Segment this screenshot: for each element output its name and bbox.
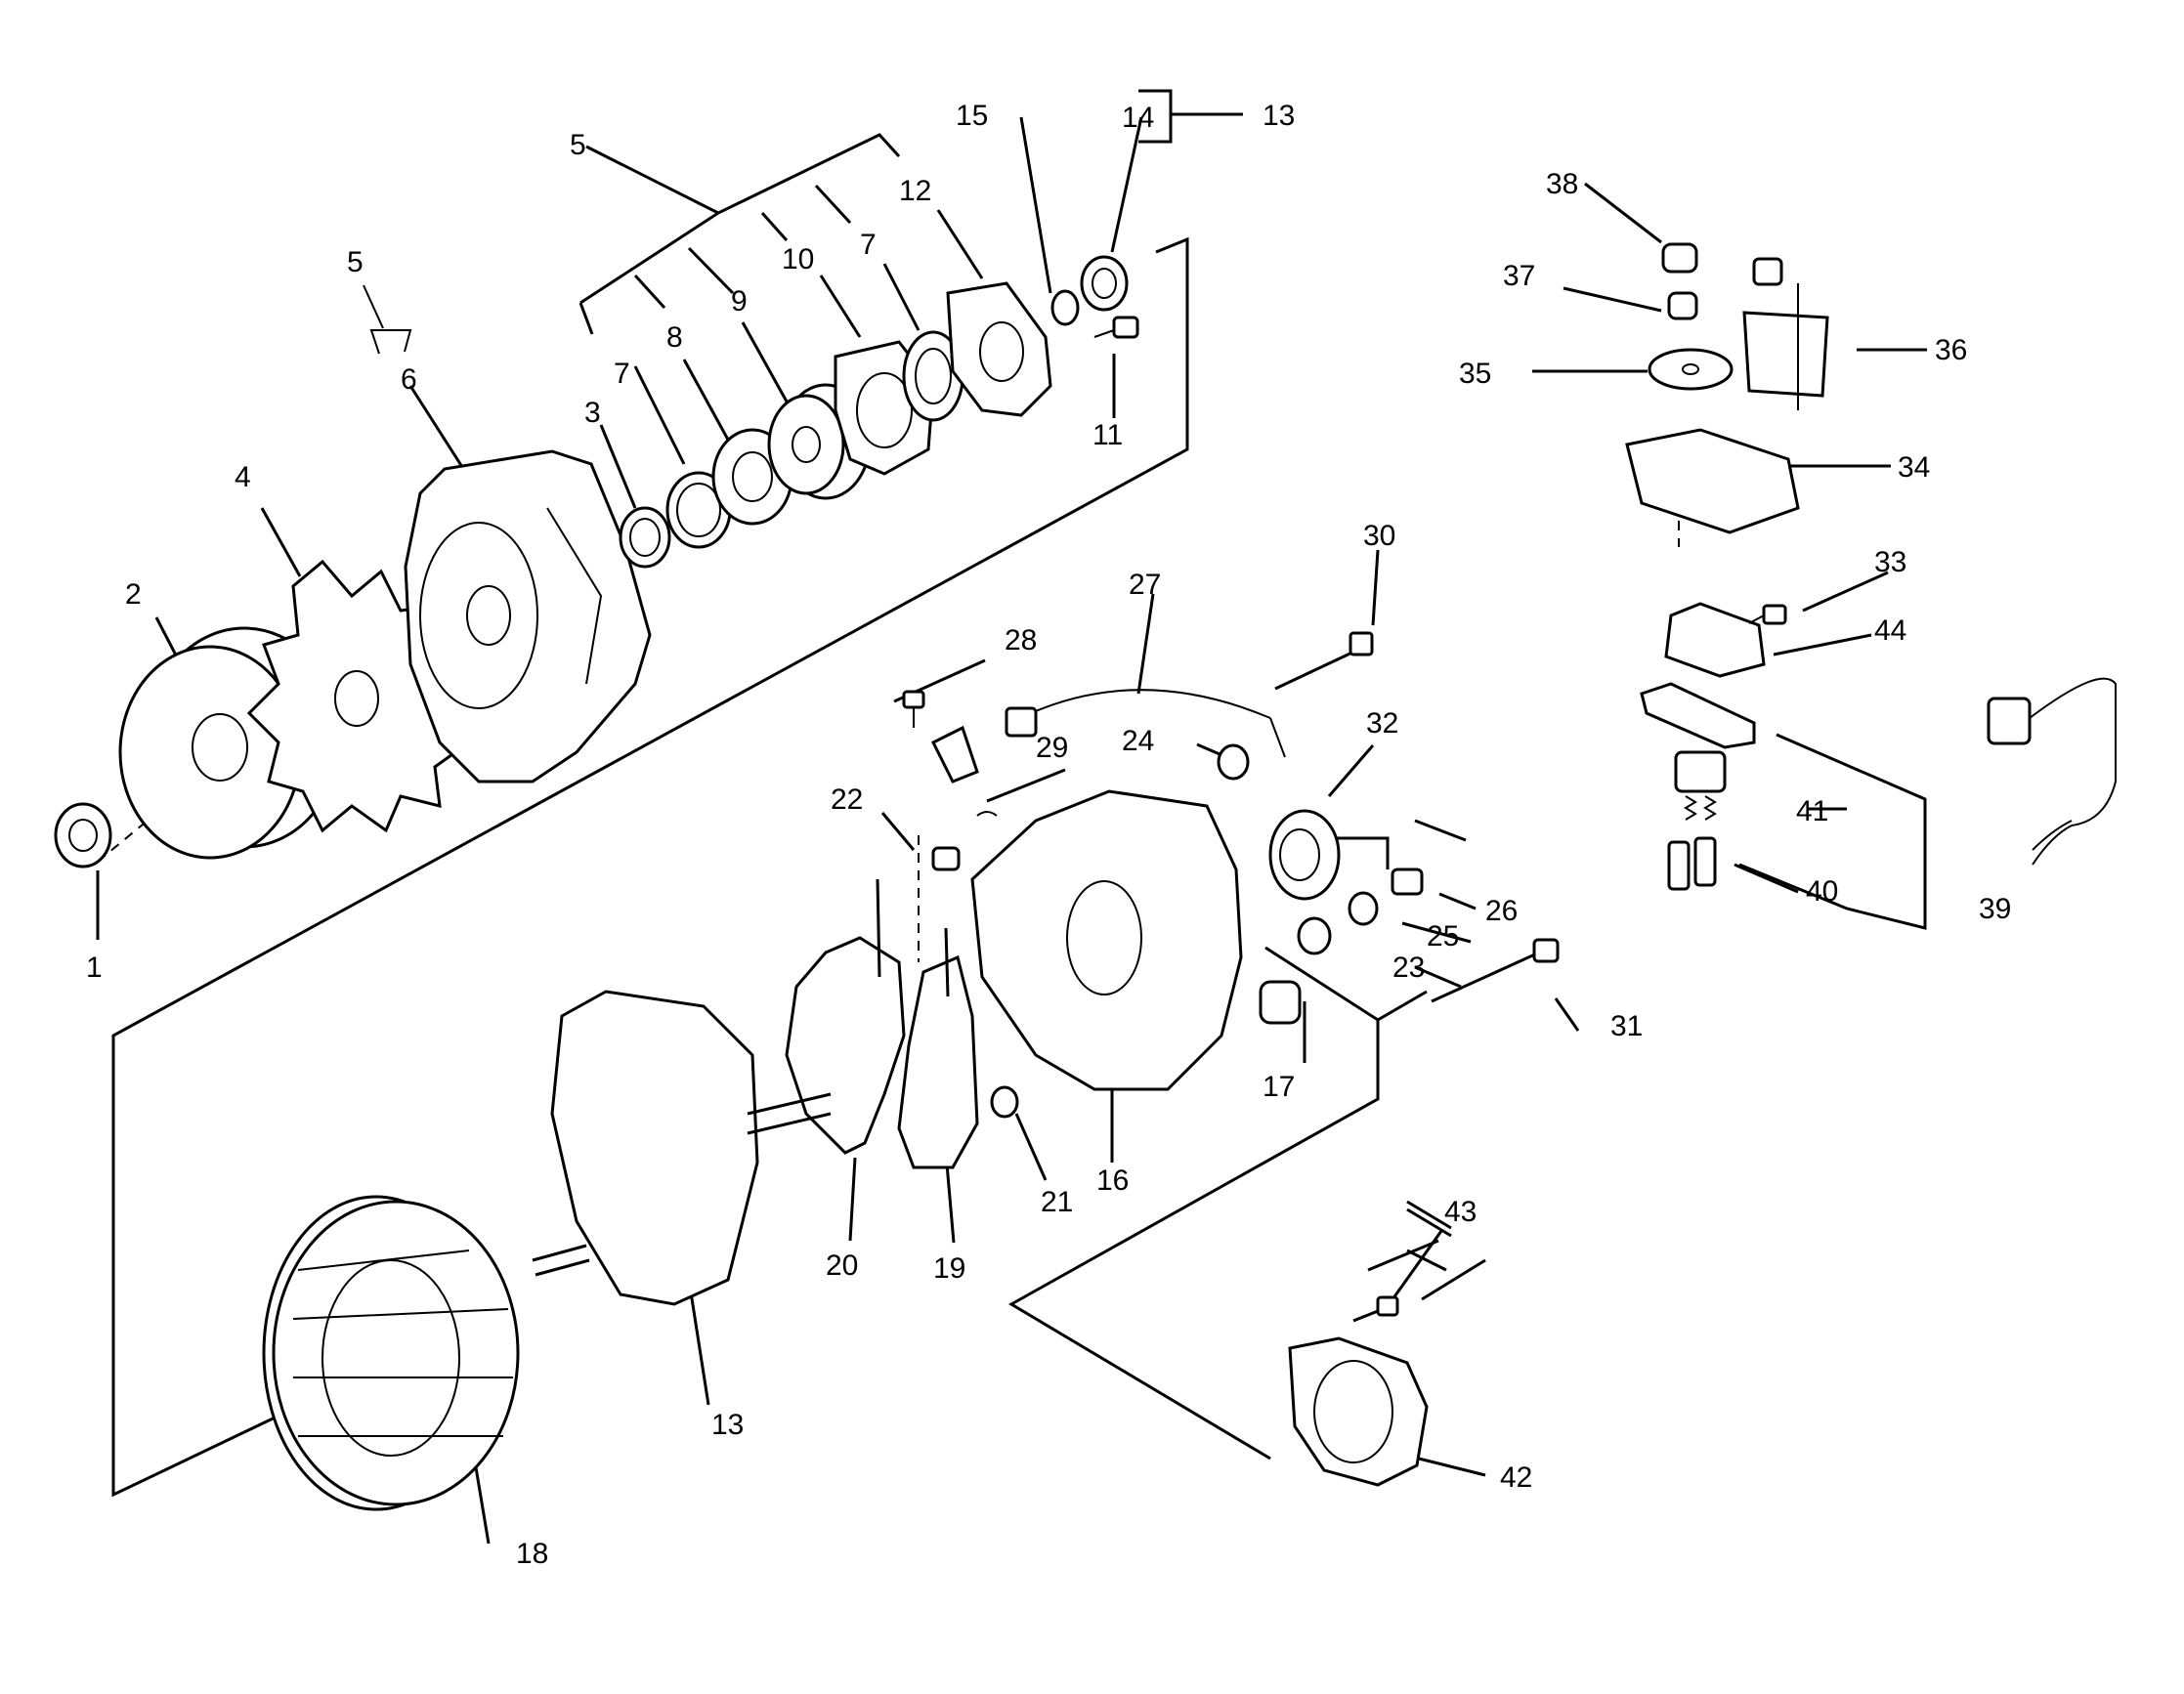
callout-32: 32 (1366, 707, 1398, 740)
part-3-seal (619, 506, 671, 569)
part-36-terminal (1742, 257, 1829, 410)
part-42-end-cap (1288, 1336, 1429, 1487)
part-18-stator (262, 1195, 520, 1511)
part-11-screw (1093, 316, 1139, 339)
callout-7b: 7 (860, 229, 877, 261)
callout-16: 16 (1096, 1165, 1129, 1197)
part-harness (1987, 677, 2117, 866)
part-34-brush-holder (1625, 428, 1800, 534)
part-31-bolt (1431, 938, 1560, 1003)
part-32-bearing (1268, 809, 1341, 901)
callout-33: 33 (1874, 546, 1906, 578)
part-12-plate (946, 281, 1052, 417)
part-29-clip (930, 725, 998, 817)
callout-15: 15 (956, 100, 988, 132)
callout-18: 18 (516, 1538, 548, 1570)
part-39-brush-assembly (1640, 682, 1756, 793)
callout-19: 19 (933, 1252, 965, 1285)
callout-12: 12 (899, 175, 931, 207)
callout-25: 25 (1427, 920, 1459, 953)
part-30-bolt (1274, 631, 1374, 691)
callout-43: 43 (1444, 1196, 1477, 1228)
part-35-washer (1648, 348, 1734, 391)
part-40-brush (1667, 836, 1717, 891)
callout-31: 31 (1610, 1010, 1643, 1042)
part-13-rotor (532, 990, 832, 1306)
callout-23: 23 (1392, 952, 1425, 984)
callout-4: 4 (235, 461, 251, 493)
callout-13a: 13 (1263, 100, 1295, 132)
callout-42: 42 (1500, 1461, 1532, 1494)
part-25-bushing (1348, 891, 1379, 926)
callout-35: 35 (1459, 358, 1491, 390)
callout-1: 1 (86, 952, 103, 984)
callout-6: 6 (401, 363, 417, 396)
callout-27: 27 (1129, 569, 1161, 601)
callout-3: 3 (584, 397, 601, 429)
callout-20: 20 (826, 1249, 858, 1282)
callout-40: 40 (1806, 875, 1838, 908)
callout-21: 21 (1041, 1186, 1073, 1218)
part-43-screw (1352, 1295, 1399, 1323)
part-15-clip (1050, 289, 1080, 326)
callout-17: 17 (1263, 1071, 1295, 1103)
callout-34: 34 (1898, 451, 1930, 484)
callout-2: 2 (125, 578, 142, 611)
callout-7a: 7 (614, 358, 630, 390)
part-20-rectifier (785, 878, 906, 1155)
callout-26: 26 (1485, 895, 1518, 927)
callout-24: 24 (1122, 725, 1154, 757)
part-22-nut (931, 846, 961, 871)
callout-9: 9 (731, 285, 748, 318)
part-27-lead (1005, 689, 1286, 758)
part-17-spacer (1259, 980, 1302, 1025)
callout-44: 44 (1874, 614, 1906, 647)
part-28-terminal (902, 690, 925, 728)
callout-22: 22 (831, 783, 863, 816)
part-14-ring (1080, 255, 1129, 312)
part-26-bushing (1391, 868, 1424, 896)
part-38-nut (1661, 242, 1698, 274)
callout-37: 37 (1503, 260, 1535, 292)
callout-41: 41 (1796, 795, 1828, 827)
callout-13b: 13 (711, 1409, 744, 1441)
callout-28: 28 (1005, 624, 1037, 656)
part-21-nut (990, 1085, 1019, 1119)
callout-11: 11 (1092, 419, 1123, 451)
part-23-bushing (1297, 916, 1332, 955)
part-44-regulator (1664, 602, 1766, 678)
callout-8: 8 (666, 321, 683, 354)
callouts: 1 2 3 4 5 5 6 7 7 8 9 10 11 12 13 13 14 … (86, 100, 2011, 1570)
callout-39: 39 (1979, 893, 2011, 925)
callout-10: 10 (782, 243, 814, 275)
part-1-nut (54, 802, 112, 868)
callout-36: 36 (1935, 334, 1967, 366)
callout-5a: 5 (347, 246, 364, 278)
part-24-insulator (1217, 743, 1250, 781)
callout-5b: 5 (570, 129, 586, 161)
callout-14: 14 (1122, 102, 1154, 134)
callout-30: 30 (1363, 520, 1395, 552)
part-41-spring (1684, 795, 1717, 821)
part-37-nut (1667, 291, 1698, 320)
part-33-screw (1748, 604, 1787, 625)
callout-29: 29 (1036, 732, 1068, 764)
group-boundary-lines (111, 236, 1428, 1498)
part-16-rear-housing (970, 789, 1243, 1091)
part-6-front-housing (404, 449, 652, 783)
callout-38: 38 (1546, 168, 1578, 200)
part-19-rectifier (897, 927, 979, 1169)
